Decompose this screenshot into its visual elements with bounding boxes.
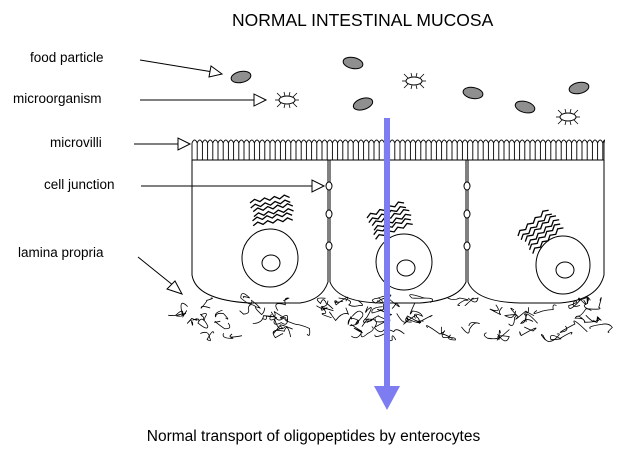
lamina-fibre xyxy=(426,326,444,335)
oligopeptide-cluster xyxy=(250,194,295,226)
food-particles xyxy=(230,56,590,115)
lamina-fibre xyxy=(448,298,469,306)
lamina-fibre xyxy=(223,333,242,338)
enterocyte-right xyxy=(468,160,604,303)
pointer-microvilli xyxy=(134,138,190,150)
enterocyte-middle xyxy=(330,160,466,303)
lamina-fibre xyxy=(461,322,479,333)
transport-arrow xyxy=(374,118,400,410)
lamina-fibre xyxy=(590,324,613,332)
lamina-fibre xyxy=(201,298,212,308)
lamina-fibre xyxy=(215,310,228,319)
lamina-fibre xyxy=(193,319,208,328)
oligopeptide-cluster xyxy=(516,207,565,254)
lamina-propria-fibres xyxy=(169,294,613,342)
lamina-fibre xyxy=(200,332,214,341)
nucleus xyxy=(536,236,590,294)
microorganism xyxy=(556,109,580,125)
lamina-fibre xyxy=(276,298,289,311)
lamina-fibre xyxy=(329,308,348,321)
lamina-fibre xyxy=(442,334,455,340)
lamina-fibre xyxy=(351,328,362,338)
food-particle xyxy=(462,86,484,100)
food-particle xyxy=(514,99,536,115)
lamina-fibre xyxy=(484,330,509,341)
pointer-microorganism xyxy=(140,94,266,106)
lamina-fibre xyxy=(490,305,503,315)
lamina-fibre xyxy=(215,321,230,329)
pointer-food-particle xyxy=(140,60,222,77)
enterocytes xyxy=(192,160,604,303)
lamina-fibre xyxy=(498,330,510,341)
pointer-cell-junction xyxy=(141,180,324,192)
lamina-fibre xyxy=(410,295,433,303)
lamina-fibre xyxy=(521,314,538,323)
enterocyte-left xyxy=(192,160,328,303)
lamina-fibre xyxy=(251,300,265,315)
microvilli-brush-border xyxy=(192,140,604,160)
food-particle xyxy=(342,56,364,71)
microorganisms xyxy=(275,73,580,125)
lamina-fibre xyxy=(569,299,581,308)
lamina-fibre xyxy=(520,327,536,336)
lamina-fibre xyxy=(560,321,587,333)
pointer-lamina-propria xyxy=(138,257,182,294)
lamina-fibre xyxy=(240,305,256,315)
oligopeptides xyxy=(250,194,565,253)
lamina-fibre xyxy=(352,311,363,324)
label-pointers xyxy=(134,60,324,294)
cell-junctions xyxy=(326,182,470,250)
lamina-fibre xyxy=(551,332,573,339)
microorganism xyxy=(402,73,426,89)
nucleus xyxy=(242,229,298,287)
food-particle xyxy=(352,96,374,113)
microorganism xyxy=(275,92,299,108)
oligopeptide-cluster xyxy=(366,199,415,239)
food-particle xyxy=(230,70,252,85)
lamina-fibre xyxy=(534,305,557,314)
food-particle xyxy=(568,81,590,96)
